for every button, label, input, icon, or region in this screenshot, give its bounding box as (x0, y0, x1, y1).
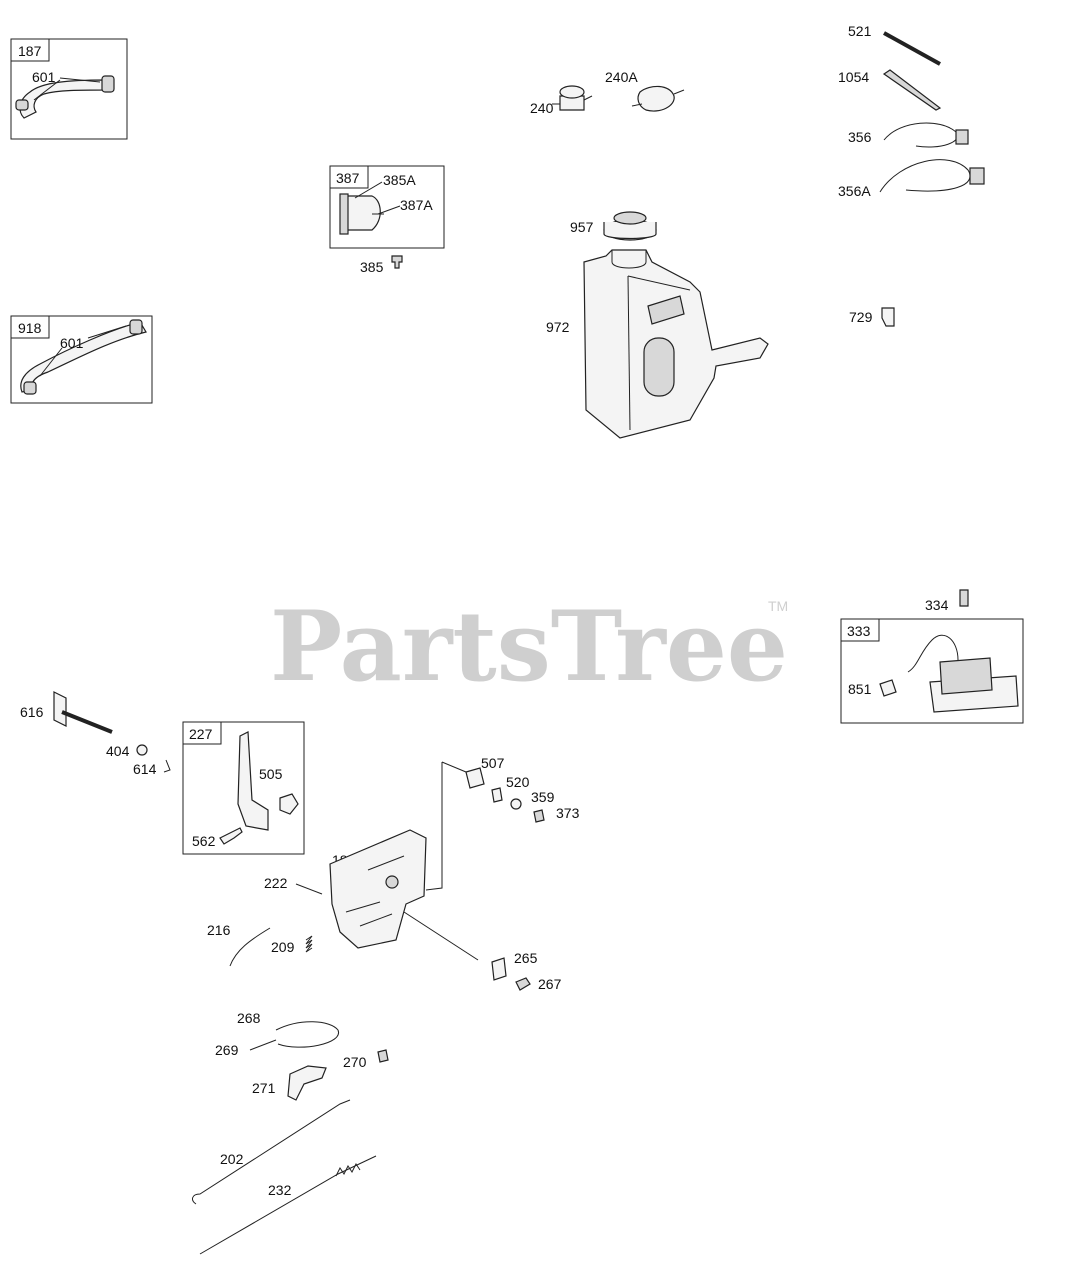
kit-918-label: 918 (18, 320, 42, 336)
label-356[interactable]: 356 (848, 129, 872, 145)
label-267[interactable]: 267 (538, 976, 562, 992)
watermark-trademark: TM (768, 598, 788, 614)
bracket-icon (491, 787, 503, 803)
spring-icon (305, 935, 313, 953)
clip-icon (879, 679, 897, 697)
kit-333[interactable]: 333 851 (840, 618, 1024, 724)
label-209[interactable]: 209 (271, 939, 295, 955)
kit-387[interactable]: 387 385A 387A (329, 165, 445, 249)
fuel-line-hose-icon (19, 79, 109, 119)
governor-spring-rod-icon (199, 1155, 377, 1255)
label-729[interactable]: 729 (849, 309, 873, 325)
label-359[interactable]: 359 (531, 789, 555, 805)
nut-icon (279, 793, 299, 815)
cotter-pin-icon (163, 759, 171, 773)
nut-icon (533, 809, 545, 823)
label-270[interactable]: 270 (343, 1054, 367, 1070)
label-385[interactable]: 385 (360, 259, 384, 275)
screw-icon (959, 589, 969, 607)
kit-227[interactable]: 227 505 562 (182, 721, 305, 855)
control-lever-icon (287, 1065, 327, 1101)
label-373[interactable]: 373 (556, 805, 580, 821)
label-957[interactable]: 957 (570, 219, 594, 235)
label-616[interactable]: 616 (20, 704, 44, 720)
nut-icon (377, 1049, 389, 1063)
label-268[interactable]: 268 (237, 1010, 261, 1026)
hose-clamp-icon (101, 75, 115, 93)
label-972[interactable]: 972 (546, 319, 570, 335)
rod-icon (883, 31, 941, 66)
label-232[interactable]: 232 (268, 1182, 292, 1198)
label-240A[interactable]: 240A (605, 69, 638, 85)
hose-clamp-icon (15, 99, 29, 111)
brand-logo-icon (647, 295, 685, 325)
fuel-filter-icon (637, 85, 675, 112)
cable-tie-icon (882, 69, 942, 111)
cable-icon (275, 1021, 339, 1048)
label-356A[interactable]: 356A (838, 183, 871, 199)
shaft-lever-icon (53, 691, 67, 727)
label-271[interactable]: 271 (252, 1080, 276, 1096)
kit-187-label: 187 (18, 43, 42, 59)
label-216[interactable]: 216 (207, 922, 231, 938)
label-385A: 385A (383, 172, 416, 188)
fuel-tank-icon (583, 249, 769, 439)
label-240[interactable]: 240 (530, 100, 554, 116)
kit-227-label: 227 (189, 726, 213, 742)
label-334[interactable]: 334 (925, 597, 949, 613)
hose-clamp-icon (129, 319, 143, 335)
kit-918[interactable]: 918 601 (10, 315, 153, 404)
screw-icon (391, 255, 403, 269)
governor-lever-icon (237, 731, 269, 831)
watermark-text: PartsTree (270, 590, 788, 703)
label-202[interactable]: 202 (220, 1151, 244, 1167)
governor-link-icon (192, 1099, 351, 1205)
label-851: 851 (848, 681, 872, 697)
washer-icon (136, 744, 148, 756)
label-265[interactable]: 265 (514, 950, 538, 966)
label-601-b: 601 (60, 335, 84, 351)
label-562: 562 (192, 833, 216, 849)
clip-icon (465, 767, 485, 789)
label-601-a: 601 (32, 69, 56, 85)
label-505: 505 (259, 766, 283, 782)
label-269[interactable]: 269 (215, 1042, 239, 1058)
hose-clamp-icon (23, 381, 37, 395)
control-bracket-icon (329, 829, 427, 949)
label-521[interactable]: 521 (848, 23, 872, 39)
kit-333-label: 333 (847, 623, 871, 639)
label-387A: 387A (400, 197, 433, 213)
label-1054[interactable]: 1054 (838, 69, 869, 85)
cable-clamp-icon (491, 957, 507, 981)
label-520[interactable]: 520 (506, 774, 530, 790)
label-614[interactable]: 614 (133, 761, 157, 777)
screw-icon (515, 977, 531, 991)
fuel-pump-icon (344, 195, 381, 231)
kit-187[interactable]: 187 601 (10, 38, 128, 140)
ground-wire-icon (879, 159, 971, 193)
label-507[interactable]: 507 (481, 755, 505, 771)
ground-wire-icon (883, 122, 959, 148)
link-rod-icon (229, 927, 271, 967)
screw-icon (219, 827, 243, 845)
kit-387-label: 387 (336, 170, 360, 186)
clip-icon (881, 307, 895, 327)
label-222[interactable]: 222 (264, 875, 288, 891)
label-404[interactable]: 404 (106, 743, 130, 759)
washer-icon (510, 798, 522, 810)
